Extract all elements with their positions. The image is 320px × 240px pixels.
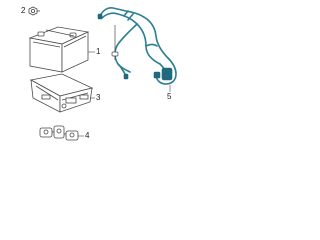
nut-icon [28, 6, 40, 16]
callout-label-1: 1 [96, 47, 101, 56]
cable-connector-icon [97, 13, 173, 81]
sensor-lead-icon [111, 25, 119, 60]
callout-label-2: 2 [21, 6, 26, 15]
bracket-icon [39, 125, 79, 141]
callout-label-4: 4 [85, 131, 90, 140]
parts-diagram [28, 6, 177, 141]
callout-label-5: 5 [167, 92, 172, 101]
battery-icon [28, 26, 90, 73]
battery-tray-icon [29, 73, 94, 113]
callout-label-3: 3 [96, 93, 101, 102]
